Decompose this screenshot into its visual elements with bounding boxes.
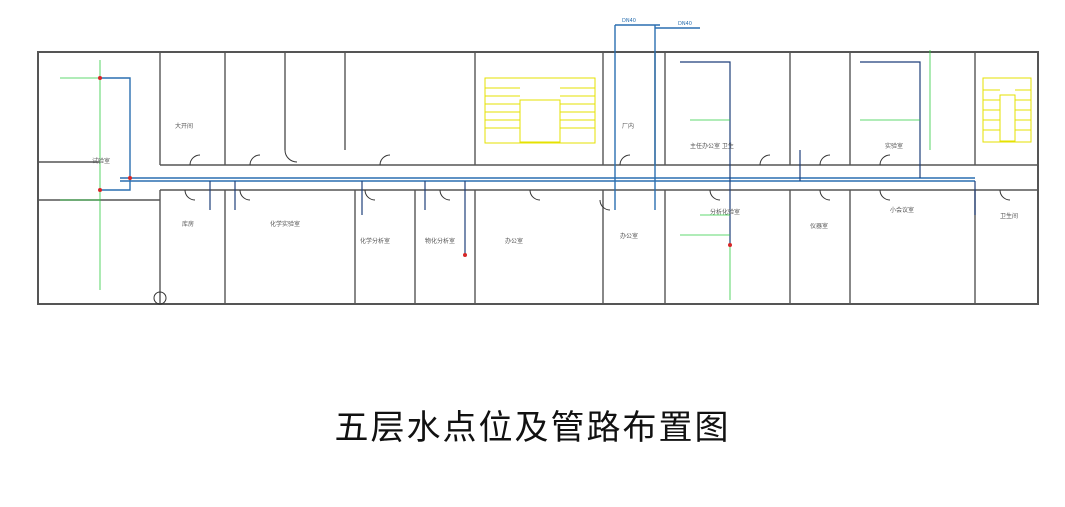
room-label: 大开间 [175, 122, 193, 130]
room-label: 试验室 [92, 157, 110, 165]
corridor-walls [38, 161, 1038, 201]
stairwell-left [484, 77, 596, 144]
room-label: 办公室 [620, 232, 638, 240]
pipe-fittings [98, 76, 732, 257]
pipe-tag-b: DN40 [678, 21, 692, 27]
room-label: 卫生间 [1000, 212, 1018, 220]
pipe-tag-a: DN40 [622, 18, 636, 24]
room-label: 办公室 [505, 237, 523, 245]
room-label: 库房 [182, 220, 194, 228]
room-label: 小会议室 [890, 206, 914, 214]
doors [153, 149, 1011, 305]
drawing-caption: 五层水点位及管路布置图 [334, 408, 731, 448]
room-label: 物化分析室 [425, 237, 455, 245]
water-pipe-main [100, 24, 975, 210]
stairwell-right [982, 77, 1032, 143]
floor-plan: DN40 DN40 大开间 厂内 主任办公室 卫生 实验室 试验室 库房 化学实… [37, 18, 1039, 305]
dimension-lines [60, 50, 931, 300]
room-label: 化学实验室 [270, 220, 300, 228]
water-pipe-branches [209, 61, 976, 255]
room-label: 分析化验室 [710, 208, 740, 216]
outer-walls [37, 51, 1039, 305]
room-label: 化学分析室 [360, 237, 390, 245]
room-label: 主任办公室 卫生 [690, 142, 734, 150]
room-label: 厂内 [622, 122, 634, 130]
upper-partitions [159, 52, 976, 165]
room-label: 实验室 [885, 142, 903, 150]
lower-partitions [159, 190, 976, 304]
room-label: 仪器室 [810, 222, 828, 230]
